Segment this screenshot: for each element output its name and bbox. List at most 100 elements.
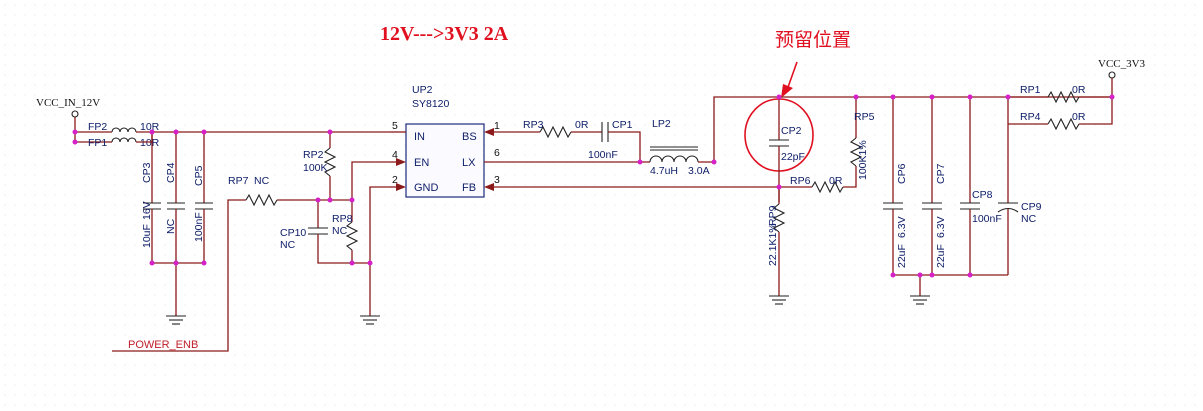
rp5-resistor [849,137,863,167]
junction-dot [173,260,179,266]
junction-dot [711,159,717,165]
pin1-arrow [484,128,494,136]
cp9-ref: CP9 [1021,201,1042,213]
lp2-ref: LP2 [652,118,671,130]
rp4-lead-out [1079,97,1113,125]
junction-dot [929,272,935,278]
cp9-capacitor [997,97,1019,275]
junction-dot [315,197,321,203]
cp3-capacitor [143,132,161,263]
junction-dot [917,272,923,278]
rp2-ref: RP2 [303,149,324,161]
rp8-resistor [345,221,359,251]
cp4-capacitor [167,132,185,263]
pin-fb-number: 3 [494,174,500,186]
lp2-value: 4.7uH [650,165,678,177]
junction-dots [72,94,1115,278]
cp1-value: 100nF [588,149,618,161]
pin-en-label: EN [414,157,429,169]
cp7-capacitor [922,97,942,275]
cp8-ref: CP8 [972,189,993,201]
chip-ref: UP2 [412,84,433,96]
schematic-title: 12V--->3V3 2A [380,23,509,45]
chip-part: SY8120 [412,98,450,110]
rp7-resistor [245,193,278,207]
rp4-value: 0R [1072,111,1086,123]
junction-dot [201,260,207,266]
junction-dot [853,94,859,100]
en-wire [330,161,390,201]
lp2-inductor [649,155,699,163]
lp2-current: 3.0A [688,165,710,177]
pin3-arrow [484,183,494,191]
pin-lx-number: 6 [494,147,500,159]
rp7-value: NC [254,175,270,187]
pin2-arrow [396,183,406,191]
rp6-resistor [811,180,844,194]
cp1-ref: CP1 [612,119,633,131]
rp3-resistor [539,125,572,139]
cp2-value: 22pF [781,151,805,163]
rp1-resistor [1047,90,1080,104]
cp6-value: 22uF [896,244,908,268]
cp4-ref: CP4 [165,162,177,183]
input-ground-symbol [166,263,186,325]
junction-dot [327,197,333,203]
rp4-resistor [1047,117,1080,131]
junction-dot [349,260,355,266]
gnd-pin-wire [369,186,390,316]
junction-dot [149,129,155,135]
note-arrow [781,61,798,98]
cp6-voltage: 6.3V [896,216,908,238]
rp4-ref: RP4 [1020,111,1041,123]
junction-dot [637,159,643,165]
rp8-value: NC [332,225,348,237]
cp6-ref: CP6 [896,163,908,184]
fb-ground-symbol [769,295,789,305]
cp5-ref: CP5 [193,165,205,186]
junction-dot [173,129,179,135]
junction-dot [149,260,155,266]
pin-lx-label: LX [462,157,476,169]
junction-dot [890,272,896,278]
fp1-value: 10R [140,137,160,149]
rp6-ref: RP6 [790,175,811,187]
pin-en-number: 4 [392,149,398,161]
cp5-capacitor [195,132,213,263]
rp9-ref: RP9 [767,205,779,226]
rp3-value: 0R [575,119,589,131]
pin4-arrow [396,158,406,166]
fp2-ref: FP2 [88,121,107,133]
fp2-value: 10R [140,121,160,133]
up2-chip-body [405,123,485,198]
junction-dot [929,94,935,100]
rp1-value: 0R [1072,84,1086,96]
cp8-value: 100nF [972,213,1002,225]
cp6-capacitor [883,97,903,275]
vout-net-label: VCC_3V3 [1098,58,1146,70]
pin-bs-number: 1 [494,120,500,132]
junction-dot [890,94,896,100]
vin-net-label: VCC_IN_12V [36,97,100,109]
reserved-note: 预留位置 [775,29,851,51]
vout-rail [698,96,1112,163]
pin-fb-label: FB [462,182,476,194]
cp9-value: NC [1021,213,1037,225]
junction-dot [367,260,373,266]
junction-dot [72,139,78,145]
junction-dot [776,94,782,100]
junction-dot [967,94,973,100]
pin-bs-label: BS [462,131,477,143]
rp2-resistor [323,147,337,177]
rp9-value: 22.1K1% [767,223,779,266]
junction-dot [776,184,782,190]
cp3-voltage: 16V [141,201,153,220]
cp5-value: 100nF [193,212,205,242]
cp3-ref: CP3 [141,162,153,183]
rp5-ref: RP5 [854,111,875,123]
cp7-ref: CP7 [935,163,947,184]
rp6-to-rp5 [843,172,857,188]
cp10-ref: CP10 [280,227,306,239]
